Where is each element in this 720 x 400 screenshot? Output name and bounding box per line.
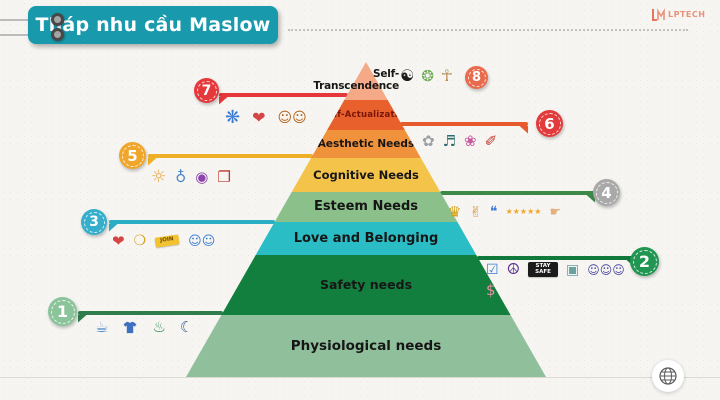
icons-self-transcendence: ☯ ❂ ☥ (400, 64, 453, 88)
level-label: Cognitive Needs (313, 168, 419, 182)
level-label: Aesthetic Needs (317, 138, 415, 150)
icons-cognitive-needs: ☼ ♁ ◉ ❐ (151, 163, 231, 191)
level-badge-7: 7 (194, 78, 219, 103)
level-label: Safety needs (319, 277, 413, 292)
level-badge-6: 6 (536, 110, 563, 137)
community-icon: ☺☺ (188, 233, 216, 249)
level-badge-1: 1 (48, 297, 77, 326)
callout-line-5 (148, 154, 313, 166)
callout-line-1 (78, 311, 223, 323)
globe-badge (652, 360, 684, 392)
flowers-icon: ❀ (464, 131, 477, 150)
dotted-divider (288, 29, 688, 31)
page-title: Tháp nhu cầu Maslow (35, 14, 271, 36)
icons-aesthetic-needs: ✿ ♬ ❀ ✐ (422, 128, 497, 154)
badge-number: 3 (89, 214, 99, 230)
join-tag-icon: JOIN (154, 234, 180, 248)
icons-safety-needs: ☑ ☮ STAY SAFE ▣ ☺☺☺ $ (486, 262, 638, 314)
level-badge-8: 8 (465, 66, 488, 89)
level-label: Physiological needs (290, 338, 442, 354)
icons-self-actualization: ❋ ❤ ☺☺ (225, 103, 307, 133)
level-label: Self-Actualization (321, 110, 411, 120)
knowledge-globe-icon: ◉ (195, 167, 209, 186)
icons-esteem-needs: ♛ ✌ ❝ ★★★★★ ☛ (448, 198, 561, 226)
arrowhead-icon (519, 125, 528, 134)
callout-line-7 (219, 93, 348, 105)
paint-bottles-icon: ✐ (484, 131, 498, 150)
feedback-search-icon: ❝ (490, 204, 498, 220)
pointing-hand-icon: ☛ (549, 204, 562, 220)
callout-line-4 (440, 191, 595, 203)
ground-line (0, 377, 720, 378)
badge-number: 1 (56, 302, 69, 321)
callout-line-6 (400, 122, 528, 134)
icons-physiological-needs: ☕ ♨ ☾ (95, 320, 213, 376)
winner-podium-icon: ✌ (469, 202, 483, 221)
self-transcendence-label: Self- Transcendence (313, 68, 399, 92)
sage-icon: ☥ (440, 66, 453, 85)
sleep-icon: ☾ (179, 318, 194, 336)
callout-line-2 (477, 256, 635, 268)
pyramid-level-physiological-needs: Physiological needs (186, 315, 546, 377)
level-badge-2: 2 (630, 247, 659, 276)
icons-love-belonging: ❤ ❍ JOIN ☺☺ (112, 227, 215, 255)
stay-safe-badge-icon: STAY SAFE (528, 262, 559, 277)
badge-number: 8 (471, 70, 482, 85)
arrowhead-icon (219, 96, 228, 105)
spiritual-art-icon: ❂ (421, 66, 434, 85)
medal-icon: ♛ (448, 202, 462, 221)
safe-vault-icon: ▣ (566, 261, 580, 278)
lightbulb-gears-icon: ☼ (151, 166, 167, 187)
flower-sketch-icon: ✿ (422, 131, 435, 150)
ring-icon: ❍ (133, 233, 147, 249)
lptech-logo-mark (652, 8, 665, 21)
peace-sign-icon: ☮ (506, 260, 521, 278)
pin-icon (51, 13, 64, 26)
food-basket-icon: ♨ (152, 318, 166, 336)
graduation-globe-icon: ♁ (175, 167, 187, 186)
pyramid-level-love-belonging: Love and Belonging (186, 222, 546, 255)
globe-icon (659, 367, 677, 385)
pyramid-level-cognitive-needs: Cognitive Needs (186, 158, 546, 192)
rating-stars-icon: ★★★★★ (505, 207, 542, 216)
lptech-logo: LPTECH (652, 7, 705, 22)
level-label: Esteem Needs (313, 199, 419, 214)
level-badge-3: 3 (81, 209, 107, 235)
clothes-icon (124, 321, 137, 334)
lptech-logo-text: LPTECH (668, 10, 706, 19)
books-icon: ❐ (217, 167, 231, 186)
badge-number: 2 (638, 252, 651, 271)
level-badge-4: 4 (593, 179, 620, 206)
badge-number: 4 (601, 183, 612, 202)
heart-icon: ❤ (112, 231, 125, 250)
water-icon: ☕ (95, 318, 109, 336)
pin-icon (51, 28, 64, 41)
title-banner: Tháp nhu cầu Maslow (28, 6, 278, 44)
arrowhead-icon (78, 314, 87, 323)
runner-hearts-icon: ❤ (252, 108, 266, 127)
yin-yang-icon: ☯ (400, 66, 415, 85)
badge-number: 5 (127, 146, 138, 165)
shield-check-icon: ☑ (486, 261, 499, 278)
arrowhead-icon (148, 157, 157, 166)
badge-number: 6 (544, 114, 555, 133)
badge-number: 7 (201, 82, 212, 99)
arrowhead-icon (586, 194, 595, 203)
arrowhead-icon (109, 223, 118, 232)
creativity-pinwheel-icon: ❋ (225, 107, 241, 128)
level-label: Love and Belonging (293, 231, 439, 246)
family-icon: ☺☺ (277, 110, 307, 126)
callout-line-3 (109, 220, 275, 232)
music-box-icon: ♬ (442, 131, 457, 150)
piggy-bank-icon: $ (486, 281, 496, 299)
people-icon: ☺☺☺ (587, 262, 625, 277)
level-badge-5: 5 (119, 142, 146, 169)
